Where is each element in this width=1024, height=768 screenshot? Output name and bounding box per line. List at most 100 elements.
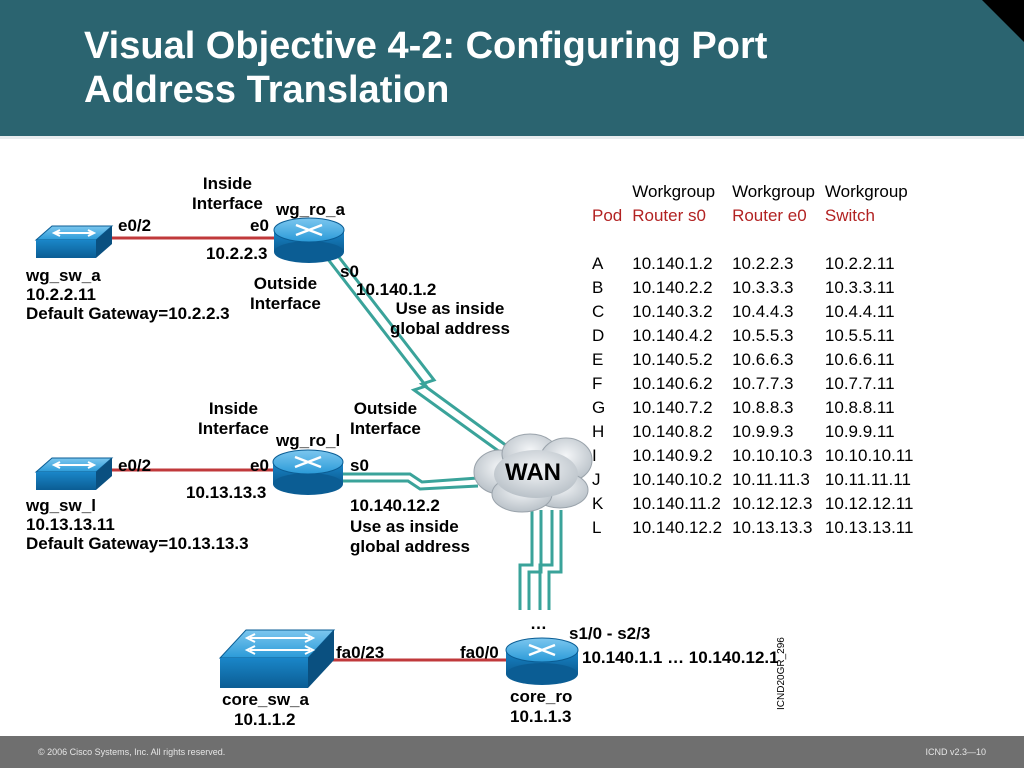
table-cell: E <box>592 350 604 369</box>
table-cell: 10.6.6.11 <box>824 350 895 369</box>
switch-ip-top: 10.2.2.11 <box>26 285 96 304</box>
outside-interface-top: Outside Interface <box>250 274 321 313</box>
s0-label-middle: s0 <box>350 456 369 475</box>
table-cell: A <box>592 254 604 273</box>
core-router-ip: 10.1.1.3 <box>510 707 572 726</box>
core-serial-range: s1/0 - s2/3 <box>569 624 651 643</box>
table-cell: 10.11.11.11 <box>824 470 911 489</box>
s0-ip-middle: 10.140.12.2 <box>350 496 440 515</box>
table-cell: 10.11.11.3 <box>732 470 810 489</box>
table-cell: K <box>592 494 604 513</box>
table-cell: 10.140.1.2 <box>632 254 713 273</box>
table-cell: 10.140.9.2 <box>632 446 713 465</box>
table-cell: Workgroup <box>632 182 716 201</box>
table-cell: 10.13.13.3 <box>732 518 813 537</box>
table-row: H 10.140.8.2 10.9.9.3 10.9.9.11 <box>588 420 919 444</box>
table-cell: Workgroup <box>732 182 815 201</box>
title-banner: Visual Objective 4-2: Configuring Port A… <box>0 0 1024 136</box>
table-cell: 10.140.5.2 <box>632 350 713 369</box>
switch-port-middle: e0/2 <box>118 456 152 475</box>
switch-name-wg-sw-l: wg_sw_l <box>26 496 96 515</box>
table-cell: I <box>592 446 597 465</box>
ellipsis-label: … <box>530 614 547 633</box>
table-cell: L <box>592 518 602 537</box>
table-cell: 10.3.3.3 <box>732 278 794 297</box>
table-cell: 10.10.10.3 <box>732 446 813 465</box>
table-cell: C <box>592 302 605 321</box>
router-wg-ro-a-icon <box>273 217 345 263</box>
switch-port-top: e0/2 <box>118 216 152 235</box>
e0-label-middle: e0 <box>250 456 269 475</box>
table-row: K 10.140.11.2 10.12.12.3 10.12.12.11 <box>588 492 919 516</box>
switch-gateway-top: Default Gateway=10.2.2.3 <box>26 304 230 323</box>
router-ip-top: 10.2.2.3 <box>206 244 268 263</box>
table-header-row-top: Workgroup Workgroup Workgroup <box>588 180 919 204</box>
core-switch-ip: 10.1.1.2 <box>234 710 296 729</box>
s0-label-top: s0 <box>340 262 359 281</box>
table-cell: 10.2.2.3 <box>732 254 794 273</box>
wan-cloud <box>473 433 593 513</box>
table-cell: 10.140.7.2 <box>632 398 713 417</box>
table-cell: 10.9.9.3 <box>732 422 794 441</box>
serial-link-core <box>518 510 563 610</box>
switch-wg-sw-l-icon <box>34 457 114 490</box>
router-name-wg-ro-a: wg_ro_a <box>276 200 345 219</box>
spacer-cell <box>588 228 919 252</box>
table-row: I 10.140.9.2 10.10.10.3 10.10.10.11 <box>588 444 919 468</box>
table-cell: 10.140.2.2 <box>632 278 713 297</box>
slide-title-line-2: Address Translation <box>84 69 450 111</box>
table-cell: 10.4.4.11 <box>824 302 895 321</box>
table-cell: 10.7.7.3 <box>732 374 794 393</box>
table-cell: 10.5.5.3 <box>732 326 794 345</box>
use-as-inside-top: Use as inside global address <box>390 299 510 338</box>
table-cell: 10.8.8.11 <box>824 398 895 417</box>
serial-link-top <box>325 251 512 457</box>
table-cell: 10.4.4.3 <box>732 302 794 321</box>
corner-decoration <box>982 0 1024 42</box>
table-cell: G <box>592 398 606 417</box>
table-cell: D <box>592 326 605 345</box>
table-cell: 10.12.12.3 <box>732 494 813 513</box>
switch-core-sw-a-icon <box>218 629 336 688</box>
core-switch-name: core_sw_a <box>222 690 309 709</box>
table-cell: Switch <box>824 206 875 225</box>
table-cell: 10.9.9.11 <box>824 422 895 441</box>
table-cell: 10.140.8.2 <box>632 422 713 441</box>
table-cell: 10.10.10.11 <box>824 446 914 465</box>
table-cell: Workgroup <box>824 182 908 201</box>
switch-ip-middle: 10.13.13.11 <box>26 515 115 534</box>
router-wg-ro-l-icon <box>272 449 344 495</box>
core-switch-port: fa0/23 <box>336 643 385 662</box>
table-cell: J <box>592 470 601 489</box>
table-cell: Router s0 <box>632 206 706 225</box>
router-ip-middle: 10.13.13.3 <box>186 483 267 502</box>
course-page: ICND v2.3—10 <box>925 747 986 757</box>
table-cell: H <box>592 422 605 441</box>
table-cell: 10.2.2.11 <box>824 254 895 273</box>
header-divider <box>0 136 1024 139</box>
table-cell <box>588 180 628 204</box>
router-name-wg-ro-l: wg_ro_l <box>276 431 341 450</box>
core-ip-range: 10.140.1.1 … 10.140.12.1 <box>582 648 779 667</box>
switch-gateway-middle: Default Gateway=10.13.13.3 <box>26 534 249 553</box>
inside-interface-top: Inside Interface <box>192 174 263 213</box>
table-cell: Router e0 <box>732 206 807 225</box>
outside-interface-middle: Outside Interface <box>350 399 421 438</box>
table-cell: 10.3.3.11 <box>824 278 895 297</box>
slide-title: Visual Objective 4-2: Configuring Port A… <box>84 24 767 112</box>
router-core-ro-icon <box>505 637 579 685</box>
table-cell: 10.140.4.2 <box>632 326 713 345</box>
table-cell: 10.140.11.2 <box>632 494 721 513</box>
table-row: A 10.140.1.2 10.2.2.3 10.2.2.11 <box>588 252 919 276</box>
inside-interface-middle: Inside Interface <box>198 399 269 438</box>
e0-label-top: e0 <box>250 216 269 235</box>
table-cell: 10.12.12.11 <box>824 494 914 513</box>
s0-ip-top: 10.140.1.2 <box>356 280 437 299</box>
table-cell: 10.13.13.11 <box>824 518 914 537</box>
